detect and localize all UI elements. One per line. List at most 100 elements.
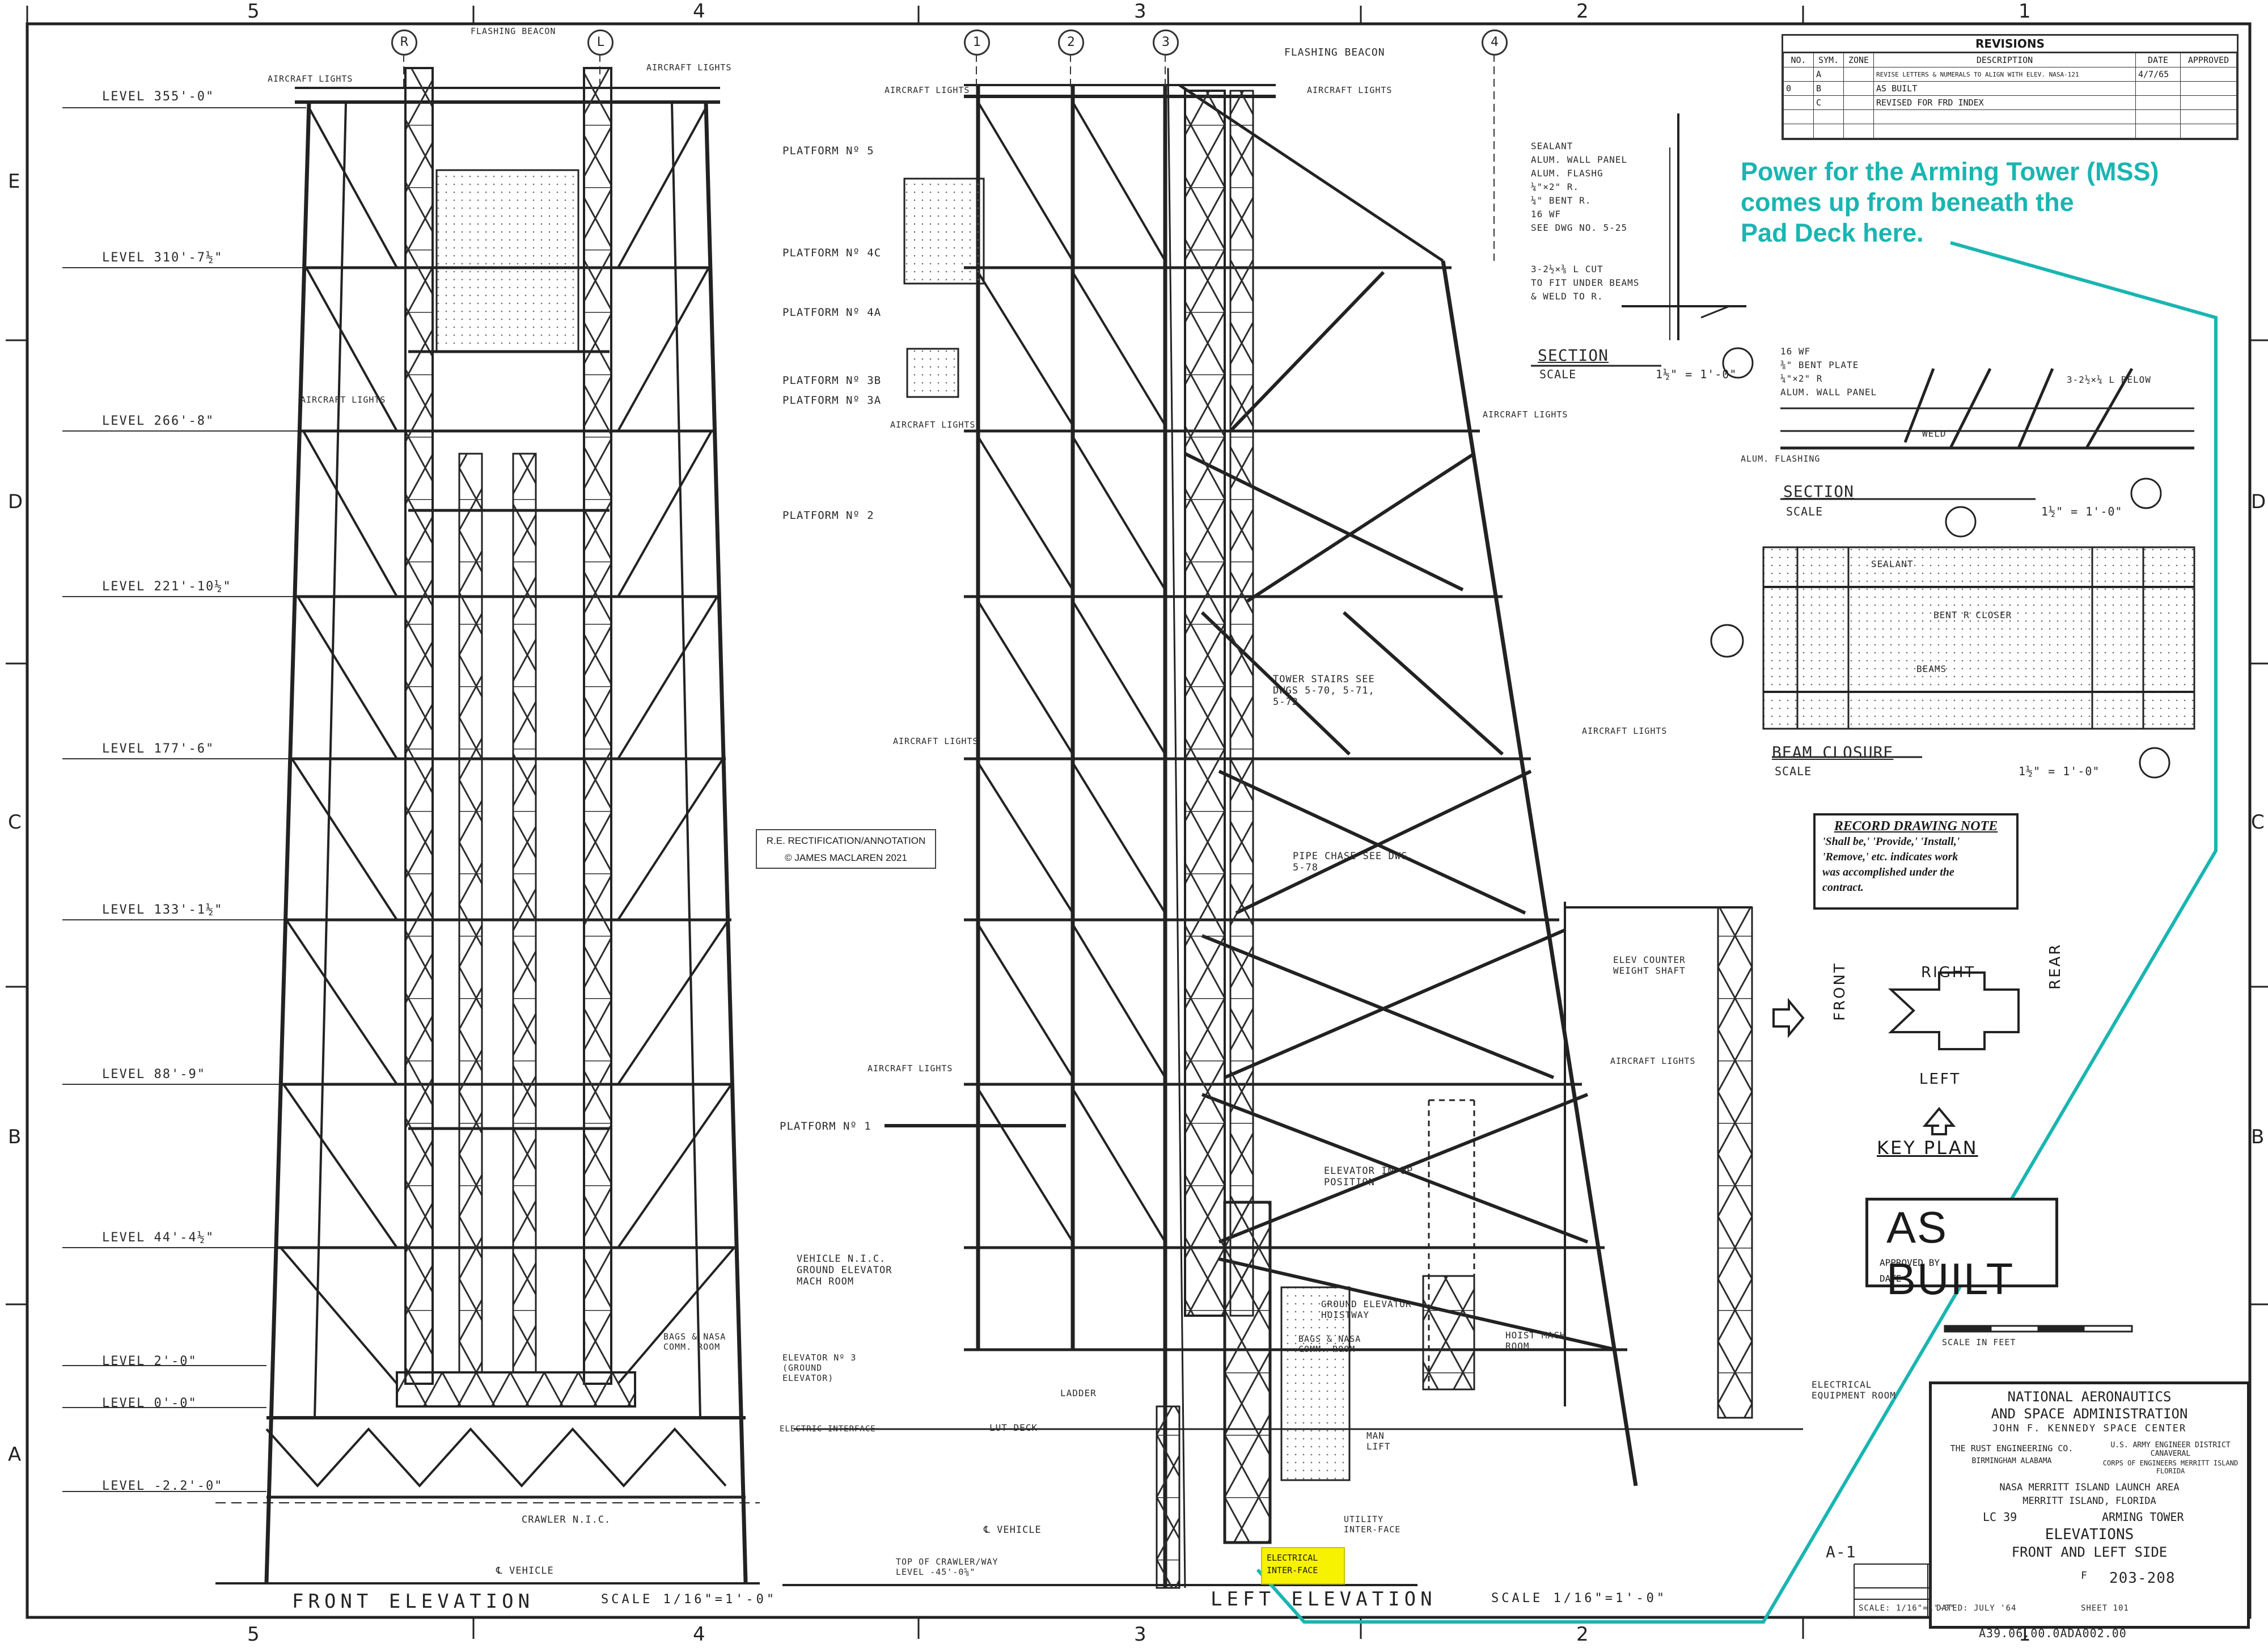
- aircraft-lights-label: AIRCRAFT LIGHTS: [268, 74, 353, 84]
- platform-4c-label: PLATFORM Nº 4C: [782, 247, 882, 259]
- scale-bar: [1944, 1325, 2133, 1333]
- section-note: ALUM. FLASHING: [1741, 454, 1821, 464]
- level-label: LEVEL 310'-7½": [102, 251, 223, 265]
- zone-marker-side-c: C: [8, 811, 22, 834]
- revisions-cell: [2135, 81, 2181, 96]
- zone-marker-bottom-5: 5: [247, 1623, 260, 1646]
- beam-closure-scale-label: SCALE: [1775, 764, 1812, 778]
- key-plan-title: KEY PLAN: [1877, 1137, 1978, 1159]
- vehicle-centerline-label: ℄ VEHICLE: [496, 1565, 554, 1577]
- revisions-cell: REVISE LETTERS & NUMERALS TO ALIGN WITH …: [1873, 67, 2136, 82]
- beam-closure-detail: [1710, 506, 2195, 779]
- revisions-col: APPROVED: [2180, 53, 2237, 67]
- comm-room-label: BAGS & NASA COMM. ROOM: [663, 1332, 726, 1352]
- revisions-cell: [2135, 95, 2181, 110]
- aircraft-lights-label: AIRCRAFT LIGHTS: [868, 1063, 953, 1074]
- title-block-scale: SCALE: 1/16"=1'-0": [1859, 1604, 1955, 1613]
- title-block-agency2: AND SPACE ADMINISTRATION: [1991, 1406, 2188, 1422]
- revisions-cell: [2180, 95, 2237, 110]
- lut-deck-label: LUT DECK: [989, 1422, 1038, 1433]
- zone-marker-bottom-3: 3: [1134, 1623, 1146, 1646]
- platform-1-label: PLATFORM Nº 1: [780, 1120, 871, 1133]
- scale-in-feet-label: SCALE IN FEET: [1942, 1337, 2016, 1347]
- section-note: WELD: [1922, 428, 1947, 439]
- title-block: NATIONAL AERONAUTICS AND SPACE ADMINISTR…: [1929, 1381, 2250, 1629]
- beam-closure-title: BEAM CLOSURE: [1772, 743, 1894, 762]
- flashing-beacon-label: FLASHING BEACON: [1284, 47, 1385, 58]
- title-block-firm-city: BIRMINGHAM ALABAMA: [1971, 1457, 2052, 1465]
- section-c-scale-value: 1½" = 1'-0": [2041, 505, 2123, 518]
- zone-marker-right-b: B: [2251, 1126, 2265, 1148]
- key-plan-right: RIGHT: [1921, 964, 1976, 981]
- gridline-bubble-2: 2: [1058, 29, 1084, 56]
- revisions-col: ZONE: [1843, 53, 1874, 67]
- platform-5-label: PLATFORM Nº 5: [782, 145, 874, 157]
- key-plan-rear: REAR: [2047, 943, 2064, 990]
- sheet-id: A-1: [1826, 1543, 1856, 1561]
- aircraft-lights-label: AIRCRAFT LIGHTS: [885, 85, 970, 95]
- left-elevation-tower: [782, 67, 1803, 1589]
- gridline-bubble-l: L: [587, 29, 613, 56]
- zone-marker-bottom-4: 4: [693, 1623, 705, 1646]
- electrical-interface-label: ELECTRICAL INTER-FACE: [1267, 1553, 1318, 1575]
- as-built-stamp: AS BUILT APPROVED BY DATE: [1865, 1198, 2058, 1304]
- level-label: LEVEL 44'-4½": [102, 1231, 215, 1245]
- revisions-block: REVISIONS NO. SYM. ZONE DESCRIPTION DATE…: [1782, 34, 2239, 140]
- revisions-cell: REVISED FOR FRD INDEX: [1873, 95, 2136, 110]
- record-note-line: 'Remove,' etc. indicates work: [1822, 851, 1958, 863]
- revisions-cell: [1783, 67, 1814, 82]
- record-note-line: was accomplished under the: [1822, 866, 1954, 878]
- comm-room-label: BAGS & NASA COMM. ROOM: [1298, 1334, 1361, 1354]
- beam-closure-scale-value: 1½" = 1'-0": [2019, 764, 2100, 778]
- gridline-bubble-1: 1: [964, 29, 990, 56]
- title-block-area2: MERRITT ISLAND, FLORIDA: [2022, 1495, 2156, 1507]
- archive-number: A39.06.00.0ADA002.00: [1979, 1626, 2127, 1640]
- copyright-notice: R.E. RECTIFICATION/ANNOTATION © JAMES MA…: [756, 829, 936, 869]
- revisions-col: DATE: [2135, 53, 2181, 67]
- sealant-label: SEALANT: [1871, 559, 1914, 569]
- annotation-line: Pad Deck here.: [1741, 218, 1924, 247]
- title-block-agency: NATIONAL AERONAUTICS: [2007, 1389, 2172, 1405]
- title-block-subject: ARMING TOWER: [2102, 1510, 2184, 1524]
- level-label: LEVEL -2.2'-0": [102, 1479, 223, 1493]
- annotation-line: Power for the Arming Tower (MSS): [1741, 157, 2159, 186]
- electric-interface-label: ELECTRIC INTERFACE: [780, 1425, 876, 1434]
- revisions-table: NO. SYM. ZONE DESCRIPTION DATE APPROVED …: [1783, 53, 2237, 138]
- zone-marker-bottom-1: 1: [2019, 1623, 2031, 1646]
- zone-marker-right-c: C: [2251, 811, 2265, 834]
- left-elevation-title: LEFT ELEVATION: [1211, 1588, 1437, 1611]
- table-row: A REVISE LETTERS & NUMERALS TO ALIGN WIT…: [1783, 67, 2237, 82]
- section-note: & WELD TO R.: [1531, 291, 1603, 302]
- level-label: LEVEL 266'-8": [102, 414, 215, 428]
- aircraft-lights-label: AIRCRAFT LIGHTS: [646, 62, 732, 73]
- title-block-army2: CORPS OF ENGINEERS MERRITT ISLAND FLORID…: [2102, 1459, 2239, 1475]
- aircraft-lights-label: AIRCRAFT LIGHTS: [301, 395, 386, 405]
- section-d-detail: [1531, 113, 1754, 379]
- title-block-center: JOHN F. KENNEDY SPACE CENTER: [1992, 1423, 2187, 1434]
- gridline-bubble-3: 3: [1153, 29, 1179, 56]
- front-elevation-title: FRONT ELEVATION: [292, 1590, 535, 1613]
- title-block-sheet: SHEET 101: [2081, 1604, 2129, 1613]
- platform-3b-label: PLATFORM Nº 3B: [782, 374, 882, 387]
- zone-marker-side-d: D: [8, 491, 23, 513]
- ground-elevator-room-label: VEHICLE N.I.C. GROUND ELEVATOR MACH ROOM: [797, 1253, 892, 1287]
- section-note: ¼" BENT R.: [1531, 195, 1592, 206]
- power-annotation: Power for the Arming Tower (MSS) comes u…: [1741, 157, 2240, 248]
- sheet-border: [6, 6, 2268, 1639]
- title-block-size: F: [2081, 1570, 2088, 1582]
- ground-hoistway-label: GROUND ELEVATOR HOISTWAY: [1321, 1299, 1412, 1320]
- revisions-cell: B: [1813, 81, 1844, 96]
- revisions-cell: [2180, 81, 2237, 96]
- title-block-army: U.S. ARMY ENGINEER DISTRICT CANAVERAL: [2110, 1441, 2231, 1458]
- section-note: ¼"×2" R: [1780, 373, 1823, 384]
- title-block-complex: LC 39: [1983, 1510, 2017, 1524]
- zone-marker-top-5: 5: [247, 0, 260, 23]
- as-built-approved: APPROVED BY: [1880, 1257, 1940, 1268]
- front-elevation-tower: [215, 67, 760, 1584]
- as-built-date: DATE: [1880, 1273, 1902, 1284]
- key-plan-left: LEFT: [1919, 1071, 1961, 1088]
- level-label: LEVEL 177'-6": [102, 742, 215, 756]
- vehicle-centerline-label: ℄ VEHICLE: [984, 1524, 1042, 1536]
- revisions-col: SYM.: [1813, 53, 1844, 67]
- electrical-equipment-room-label: ELECTRICAL EQUIPMENT ROOM: [1812, 1379, 1896, 1401]
